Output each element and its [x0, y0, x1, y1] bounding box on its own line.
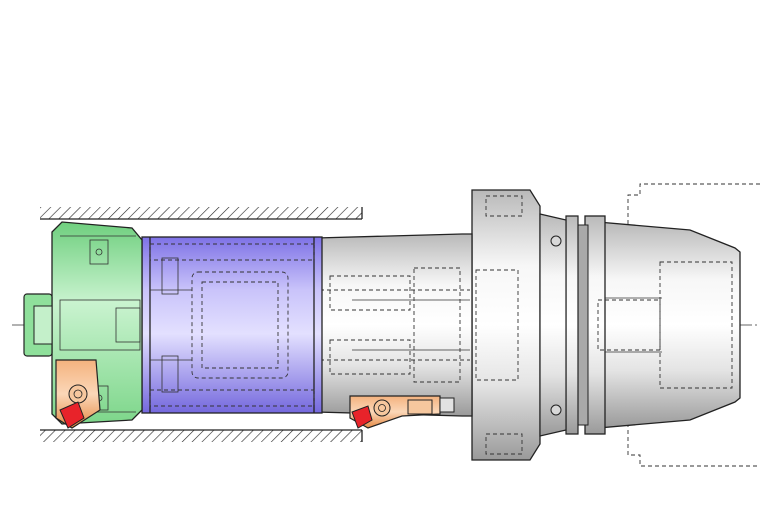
bore-wall-top — [40, 207, 362, 219]
tool-flange — [471, 189, 567, 461]
cutting-insert-icon — [351, 405, 373, 429]
purple-cartridge — [141, 236, 323, 414]
left-insert-holder — [55, 359, 101, 429]
right-insert-holder — [349, 395, 455, 429]
cutting-insert-icon — [59, 401, 85, 429]
tool-body — [315, 233, 473, 417]
workpiece-bore-icon — [40, 207, 363, 442]
bore-wall-bottom — [40, 430, 362, 442]
tool-shank — [565, 215, 741, 435]
